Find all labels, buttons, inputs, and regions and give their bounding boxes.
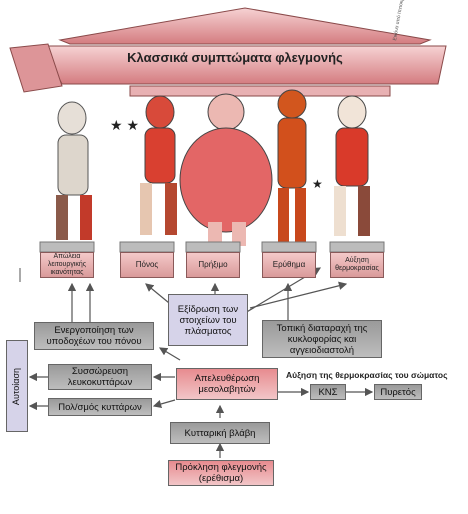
box-plasma-exudation: Εξίδρωση των στοιχείων του πλάσματος (168, 294, 248, 346)
symptom-pain: Πόνος (120, 252, 174, 278)
symptom-heat: Αύξηση θερμοκρασίας (330, 252, 384, 278)
box-fever: Πυρετός (374, 384, 422, 400)
symptom-swelling: Πρήξιμο (186, 252, 240, 278)
box-trigger: Πρόκληση φλεγμονής (ερέθισμα) (168, 460, 274, 486)
box-healing: Αυτοίαση (6, 340, 28, 432)
figure-loss-of-function (56, 101, 92, 240)
box-cell-damage: Κυτταρική βλάβη (170, 422, 270, 444)
figure-redness (277, 89, 307, 243)
figure-swelling (179, 93, 273, 246)
symptom-loss-of-function: Απώλεια λειτουργικής ικανότητας (40, 252, 94, 278)
box-leukocytes: Συσσώρευση λευκοκυττάρων (48, 364, 152, 390)
figure-heat: ★ (312, 95, 370, 236)
temperature-note: Αύξηση της θερμοκρασίας του σώματος (286, 370, 448, 380)
symptom-redness: Ερύθημα (262, 252, 316, 278)
flow-arrows (28, 281, 374, 458)
box-kns: ΚΝΣ (310, 384, 346, 400)
box-pain-receptors: Ενεργοποίηση των υποδοχέων του πόνου (34, 322, 154, 350)
svg-text:★ ★: ★ ★ (110, 117, 139, 133)
box-mediators: Απελευθέρωση μεσολαβητών (176, 368, 278, 400)
healing-label: Αυτοίαση (11, 367, 22, 405)
box-cell-multiplication: Πολ/σμός κυττάρων (48, 398, 152, 416)
svg-text:★: ★ (312, 177, 323, 191)
diagram-title: Κλασσικά συμπτώματα φλεγμονής (127, 50, 343, 65)
figure-pain: ★ ★ (110, 95, 177, 235)
box-local-circulation: Τοπική διαταραχή της κυκλοφορίας και αγγ… (262, 320, 382, 358)
temple-roof (9, 7, 447, 97)
